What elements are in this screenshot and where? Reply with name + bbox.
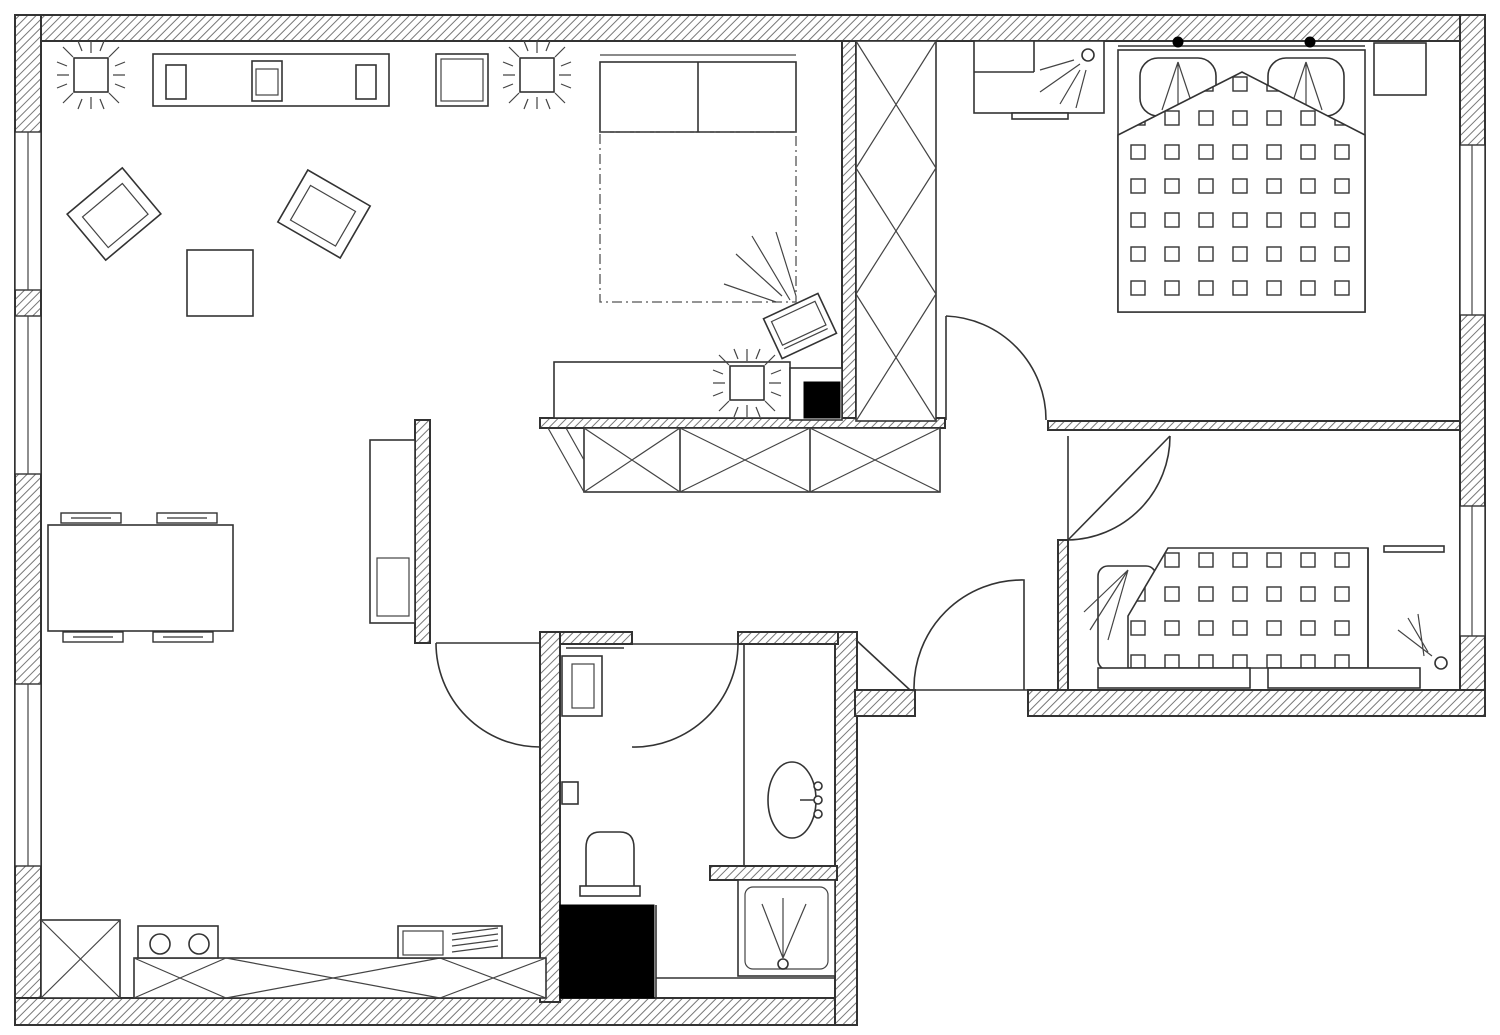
- wardrobe: [583, 427, 941, 493]
- duvet-icon: [1117, 71, 1366, 313]
- guest-room: [1083, 545, 1448, 689]
- nightstand: [1373, 42, 1427, 96]
- speaker-icon: [803, 381, 841, 419]
- kitchenette: [40, 919, 547, 999]
- chair-icon: [62, 631, 124, 643]
- coffee-table: [186, 249, 254, 317]
- single-bed-duvet-icon: [1127, 547, 1369, 669]
- doors: [435, 315, 1171, 748]
- living-room: [47, 40, 843, 643]
- toilet-room: [559, 647, 657, 999]
- armchair-icon: [66, 166, 162, 262]
- toilet-icon: [585, 831, 635, 893]
- chair-icon: [152, 631, 214, 643]
- washer-icon: [559, 904, 655, 999]
- dining-table: [47, 524, 234, 632]
- hallway: [547, 40, 941, 493]
- floor-lamp-icon: [502, 40, 572, 110]
- side-table: [435, 53, 489, 107]
- desk-lamp-icon: [712, 348, 782, 418]
- chair-icon: [60, 512, 122, 524]
- bathroom: [656, 644, 836, 979]
- windows: [14, 131, 1486, 867]
- tv-icon: [251, 60, 283, 102]
- chair-icon: [156, 512, 218, 524]
- floor-lamp-icon: [56, 40, 126, 110]
- interior-walls: [414, 40, 1461, 1003]
- laptop-icon: [762, 292, 838, 360]
- sofa-extension: [599, 131, 797, 303]
- cistern: [561, 655, 603, 717]
- counter: [133, 957, 547, 999]
- bedroom: [973, 36, 1427, 313]
- armchair-icon: [276, 168, 372, 260]
